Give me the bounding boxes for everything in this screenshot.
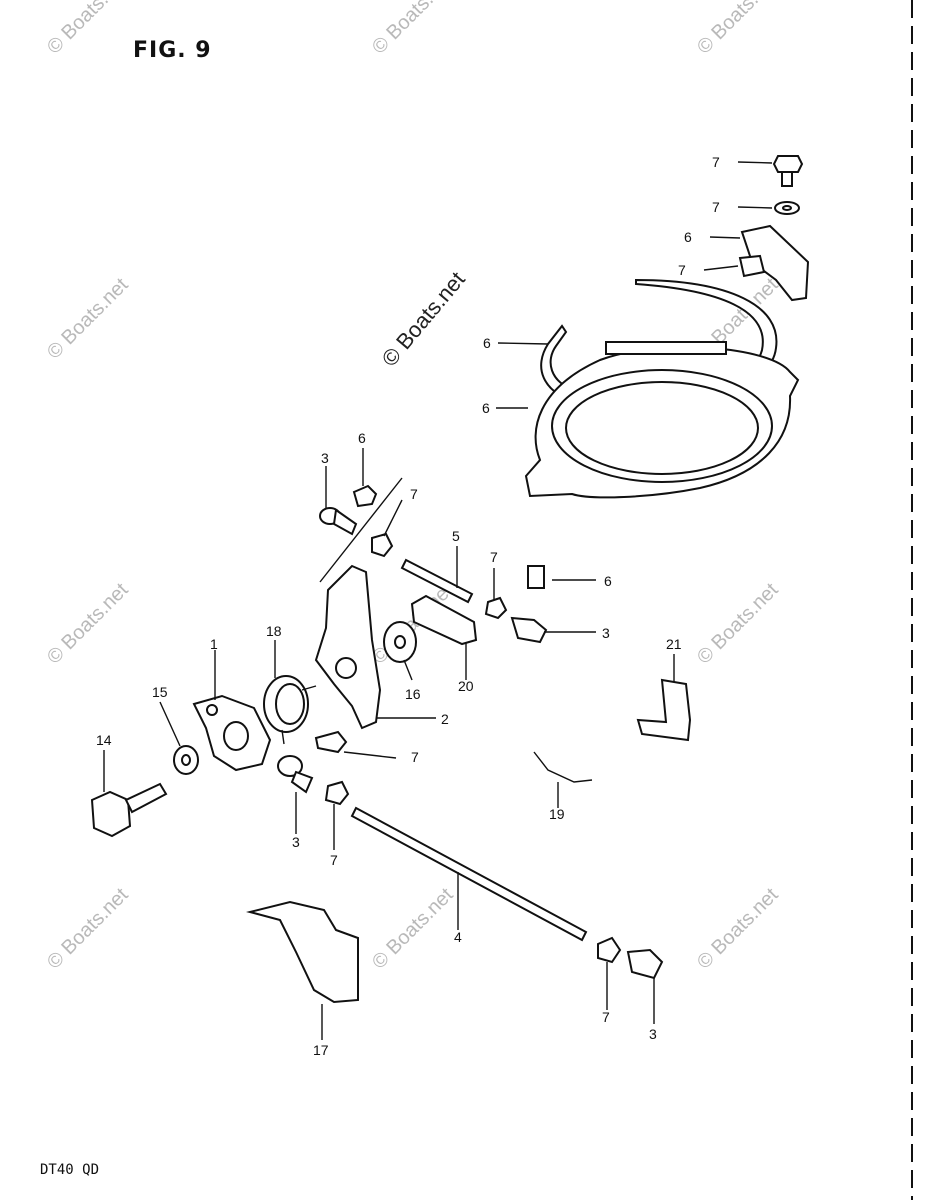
callout-17: 17 — [313, 1042, 329, 1058]
callout-6-right: 6 — [604, 573, 612, 589]
part-4-rod — [350, 806, 588, 942]
part-6-lower-nipple — [314, 730, 348, 754]
callout-5: 5 — [452, 528, 460, 544]
part-7-nut-lower — [324, 780, 350, 806]
part-8-plate — [524, 341, 800, 499]
model-code: DT40 QD — [40, 1162, 100, 1178]
callout-13: 7 — [678, 262, 686, 278]
part-3-lower-joint — [277, 755, 314, 794]
callout-2: 2 — [441, 711, 449, 727]
part-12-washer — [774, 201, 800, 215]
part-3-right-joint — [510, 616, 548, 644]
leader-lines — [103, 161, 773, 1040]
callout-9: 6 — [483, 335, 491, 351]
callout-7-upper: 7 — [410, 486, 418, 502]
part-11-bolt — [772, 155, 804, 187]
part-6-right-nipple — [527, 565, 545, 589]
part-5-stud — [400, 558, 474, 604]
part-14-bolt — [90, 782, 168, 838]
callout-3-upper: 3 — [321, 450, 329, 466]
part-6-upper-nipple — [352, 484, 378, 508]
part-1-cam — [192, 694, 272, 772]
part-16-washer — [383, 621, 417, 663]
part-21-bracket — [636, 678, 692, 742]
callout-3-right: 3 — [602, 625, 610, 641]
callout-20: 20 — [458, 678, 474, 694]
figure-title: FIG. 9 — [133, 38, 212, 63]
part-3-upper-joint — [319, 507, 358, 536]
callout-16: 16 — [405, 686, 421, 702]
callout-7-lower: 7 — [330, 852, 338, 868]
callout-labels: 7 7 6 7 6 6 6 6 — [482, 154, 720, 416]
part-7-nut-bottom — [597, 936, 622, 964]
part-7-nut-mid — [484, 596, 508, 620]
callout-6-lower: 7 — [411, 749, 419, 765]
callout-18: 18 — [266, 623, 282, 639]
callout-21: 21 — [666, 636, 682, 652]
part-19-clip — [533, 751, 593, 783]
part-2-lever — [314, 477, 403, 730]
part-7-nut-upper — [371, 532, 394, 558]
callout-10: 6 — [684, 229, 692, 245]
part-20-link — [410, 594, 478, 646]
callout-11: 7 — [712, 154, 720, 170]
callout-14: 14 — [96, 732, 112, 748]
callout-8: 6 — [482, 400, 490, 416]
part-18-spring — [263, 675, 317, 745]
part-17-bracket — [246, 900, 359, 1004]
callout-12: 7 — [712, 199, 720, 215]
callout-3-bottom: 3 — [649, 1026, 657, 1042]
callout-1: 1 — [210, 636, 218, 652]
callout-15: 15 — [152, 684, 168, 700]
callout-3-lower: 3 — [292, 834, 300, 850]
part-15-washer — [173, 745, 199, 775]
callout-19: 19 — [549, 806, 565, 822]
part-10-bracket — [738, 224, 810, 302]
part-3-bottom-joint — [626, 948, 664, 980]
callout-7-bottom: 7 — [602, 1009, 610, 1025]
callout-4: 4 — [454, 929, 462, 945]
callout-6-upper: 6 — [358, 430, 366, 446]
callout-7-mid: 7 — [490, 549, 498, 565]
